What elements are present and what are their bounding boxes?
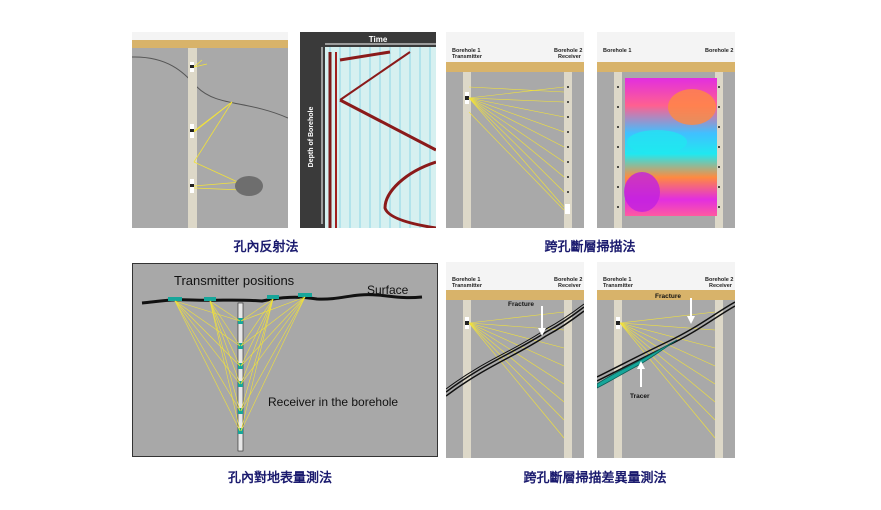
fracture-label: Fracture — [508, 301, 534, 308]
reflection-panel — [132, 32, 288, 228]
borehole-1-label: Borehole 1 — [452, 277, 480, 283]
fracture-label: Fracture — [655, 293, 681, 300]
tomography-rays-diagram: Borehole 1 Transmitter Borehole 2 Receiv… — [446, 32, 584, 228]
seismic-record-panel: Time Depth of Borehole — [300, 32, 436, 228]
tracer-tomography-panel: Fracture Tracer Borehole 1 Transmitter B… — [597, 262, 735, 458]
transmitter-positions-label: Transmitter positions — [174, 273, 295, 288]
tomography-rays-panel: Borehole 1 Transmitter Borehole 2 Receiv… — [446, 32, 584, 228]
borehole-1-label: Borehole 1 — [452, 48, 480, 54]
fracture-tomography-panel: Fracture Borehole 1 Transmitter Borehole… — [446, 262, 584, 458]
receiver-label: Receiver — [709, 283, 733, 289]
fracture-tomography-diagram: Fracture Borehole 1 Transmitter Borehole… — [446, 262, 584, 458]
surface-label: Surface — [367, 283, 409, 297]
seismic-record-diagram: Time Depth of Borehole — [300, 32, 436, 228]
borehole-1-label: Borehole 1 — [603, 48, 631, 54]
borehole-2-label: Borehole 2 — [554, 48, 582, 54]
depth-axis-label: Depth of Borehole — [308, 107, 315, 168]
borehole-2-label: Borehole 2 — [554, 277, 582, 283]
receiver-label: Receiver — [558, 283, 582, 289]
transmitter-label: Transmitter — [452, 283, 483, 289]
receiver-label: Receiver — [558, 54, 582, 60]
borehole-surface-caption: 孔內對地表量測法 — [227, 471, 332, 486]
differential-tomography-caption: 跨孔斷層掃描差異量測法 — [523, 471, 667, 486]
time-axis-label: Time — [369, 35, 388, 44]
tomogram-panel: Borehole 1 Borehole 2 — [597, 32, 735, 228]
borehole-1-label: Borehole 1 — [603, 277, 631, 283]
tracer-tomography-diagram: Fracture Tracer Borehole 1 Transmitter B… — [597, 262, 735, 458]
tracer-label: Tracer — [630, 393, 650, 400]
reflection-diagram — [132, 32, 288, 228]
tomogram-diagram: Borehole 1 Borehole 2 — [597, 32, 735, 228]
borehole-2-label: Borehole 2 — [705, 48, 733, 54]
borehole-surface-diagram: Transmitter positions Surface Receiver i… — [132, 263, 438, 457]
borehole-surface-panel: Transmitter positions Surface Receiver i… — [132, 263, 438, 457]
receiver-borehole-label: Receiver in the borehole — [268, 395, 398, 409]
tomography-caption: 跨孔斷層掃描法 — [544, 240, 636, 255]
borehole-2-label: Borehole 2 — [705, 277, 733, 283]
transmitter-label: Transmitter — [452, 54, 483, 60]
transmitter-label: Transmitter — [603, 283, 634, 289]
reflection-caption: 孔內反射法 — [233, 240, 299, 255]
